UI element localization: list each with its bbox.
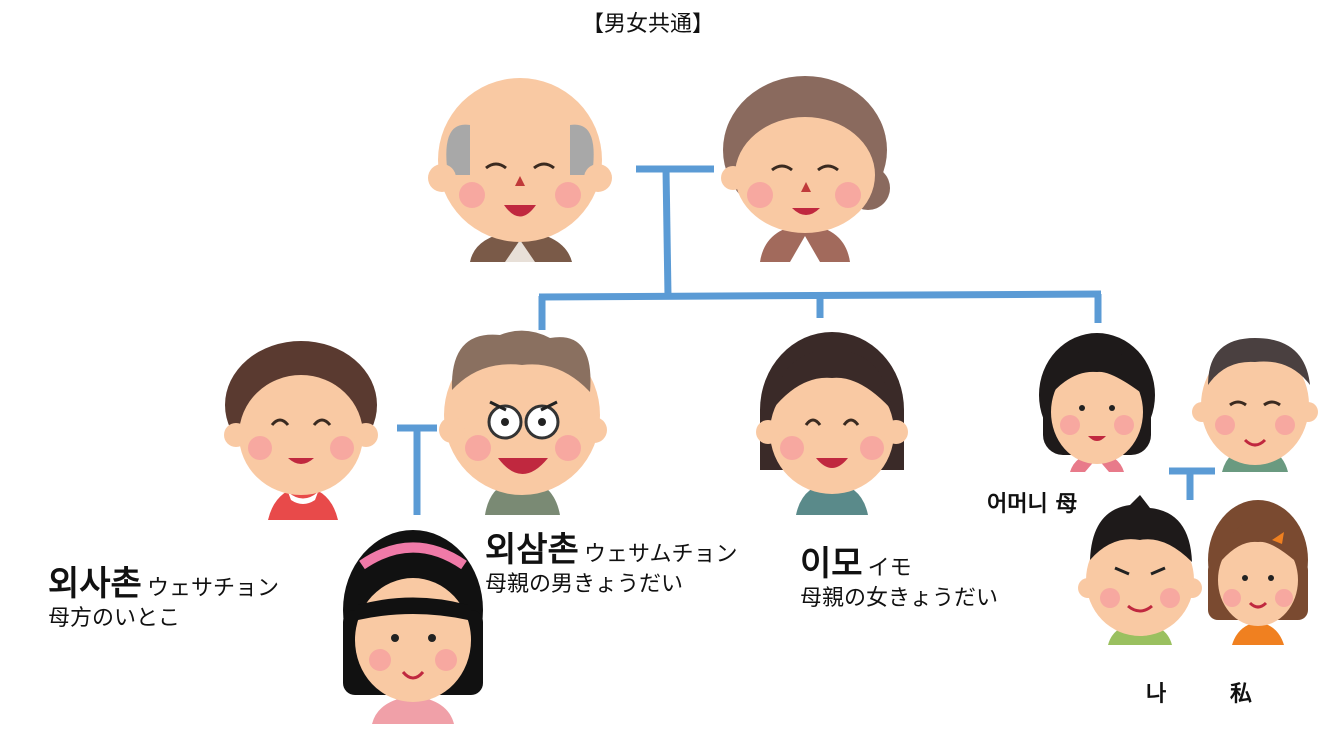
uncle-wife-illustration bbox=[224, 341, 378, 520]
oesamchon-korean: 외삼촌 bbox=[485, 530, 579, 570]
mother-label: 어머니 母 bbox=[987, 486, 1077, 518]
aunt-illustration bbox=[756, 332, 908, 515]
father-illustration bbox=[1192, 338, 1318, 472]
me-female-label: 私 bbox=[1230, 682, 1253, 707]
me-girl-illustration bbox=[1208, 500, 1308, 645]
mother-illustration bbox=[1039, 333, 1155, 472]
imo-label: 이모 イモ bbox=[800, 536, 912, 585]
cousin-illustration bbox=[343, 530, 483, 724]
oesamchon-meaning: 母親の男きょうだい bbox=[485, 572, 684, 597]
oesachon-meaning: 母方のいとこ bbox=[48, 606, 181, 631]
oesachon-reading: ウェサチョン bbox=[146, 576, 279, 601]
me-male-label: 나 bbox=[1146, 682, 1167, 707]
diagram-title: 【男女共通】 bbox=[582, 12, 715, 37]
imo-meaning: 母親の女きょうだい bbox=[800, 586, 999, 611]
oesachon-korean: 외사촌 bbox=[48, 564, 142, 604]
oesachon-label: 외사촌 ウェサチョン bbox=[48, 556, 279, 605]
mother-japanese: 母 bbox=[1055, 492, 1078, 517]
imo-reading: イモ bbox=[867, 556, 912, 581]
imo-korean: 이모 bbox=[800, 544, 863, 584]
grandfather-illustration bbox=[428, 78, 612, 262]
me-boy-illustration bbox=[1078, 495, 1202, 645]
uncle-illustration bbox=[439, 330, 607, 515]
connector-lines bbox=[397, 165, 1215, 515]
mother-korean: 어머니 bbox=[987, 492, 1048, 517]
grandparents-descent-line bbox=[662, 168, 672, 297]
oesamchon-reading: ウェサムチョン bbox=[583, 542, 738, 567]
oesamchon-label: 외삼촌 ウェサムチョン bbox=[485, 522, 738, 571]
grandmother-illustration bbox=[721, 76, 890, 262]
